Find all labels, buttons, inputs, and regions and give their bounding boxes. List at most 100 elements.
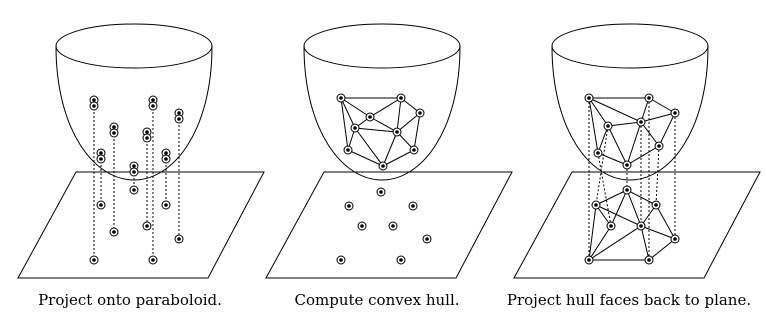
plane-point [96,200,106,210]
plane-point [161,200,171,210]
hull-vertex [378,161,388,171]
hull-edge [369,116,398,133]
caption-project-onto-paraboloid: Project onto paraboloid. [38,291,222,309]
hull-edge [648,97,676,114]
plane-point [408,201,418,211]
hull-edge [369,97,402,118]
plane-point [109,227,119,237]
lifted-point-shadow [174,114,184,124]
plane [17,171,265,279]
hull-vertex [622,160,632,170]
plane-point [142,221,152,231]
hull-edge [347,149,384,167]
triangulation-vertex [584,255,594,265]
plane-point [376,187,386,197]
plane-point [388,221,398,231]
hull-edge [354,127,398,133]
lifted-point-shadow [148,101,158,111]
triangulation-edge [610,189,628,227]
hull-edge [597,152,628,166]
triangulation-vertex [644,255,654,265]
hull-edge [396,112,421,133]
hull-vertex [365,112,375,122]
triangulation-edge [648,238,676,261]
plane-point [344,201,354,211]
hull-vertex [654,141,664,151]
hull-edge [640,121,660,147]
hull-edge [626,145,660,166]
hull-edge [588,97,642,123]
triangulation-edge [655,204,676,240]
hull-edge [340,97,349,151]
triangulation-edge [640,225,650,261]
hull-edge [340,97,371,118]
hull-vertex [415,108,425,118]
plane-point [174,234,184,244]
hull-vertex [636,117,646,127]
panel-project-hull-back [513,23,761,279]
lifted-point-shadow [142,133,152,143]
hull-edge [658,112,676,147]
paraboloid-body [303,45,461,181]
hull-edge [607,125,628,166]
caption-compute-convex-hull: Compute convex hull. [294,291,460,309]
hull-vertex [392,127,402,137]
plane-point [89,255,99,265]
triangulation-edge [588,204,597,261]
triangulation-vertex [651,200,661,210]
hull-vertex [350,123,360,133]
plane [265,171,513,279]
lifted-point-shadow [109,128,119,138]
plane-point [336,255,346,265]
hull-edge [396,97,402,133]
triangulation-edge [626,189,657,206]
hull-edge [626,121,642,166]
triangulation-edge [640,225,676,240]
hull-vertex [343,145,353,155]
hull-edge [607,121,642,127]
hull-vertex [593,148,603,158]
triangulation-edge [588,225,612,261]
lifted-point-shadow [89,101,99,111]
caption-project-hull-back: Project hull faces back to plane. [506,291,752,309]
plane-point [129,185,139,195]
triangulation-edge [588,225,642,261]
lifted-point-shadow [161,154,171,164]
hull-edge [588,97,599,154]
triangulation-edge [595,189,628,206]
paraboloid-rim [303,23,461,69]
hull-vertex [584,93,594,103]
plane-point [357,221,367,231]
triangulation-vertex [636,221,646,231]
hull-edge [382,149,415,167]
hull-vertex [336,93,346,103]
plane [513,171,761,279]
hull-vertex [396,93,406,103]
projection-line [595,125,609,206]
hull-vertex [409,145,419,155]
triangulation-vertex [622,185,632,195]
triangulation-edge [626,189,642,227]
lifted-point-shadow [96,154,106,164]
triangulation-edge [595,204,642,227]
plane-point [148,255,158,265]
projection-line [597,152,612,227]
paraboloid-rim [55,23,213,69]
triangulation-vertex [591,200,601,210]
paraboloid-body [551,45,709,181]
hull-edge [354,127,384,167]
triangulation-vertex [670,234,680,244]
hull-vertex [644,93,654,103]
hull-edge [588,97,609,127]
hull-edge [340,97,356,129]
hull-edge [640,112,676,123]
panel-compute-convex-hull [265,23,513,279]
hull-vertex [603,121,613,131]
triangulation-vertex [606,221,616,231]
hull-edge [413,112,421,151]
hull-vertex [670,108,680,118]
hull-edge [382,131,398,167]
projection-line [655,145,660,206]
panel-project-onto-paraboloid [17,23,265,279]
